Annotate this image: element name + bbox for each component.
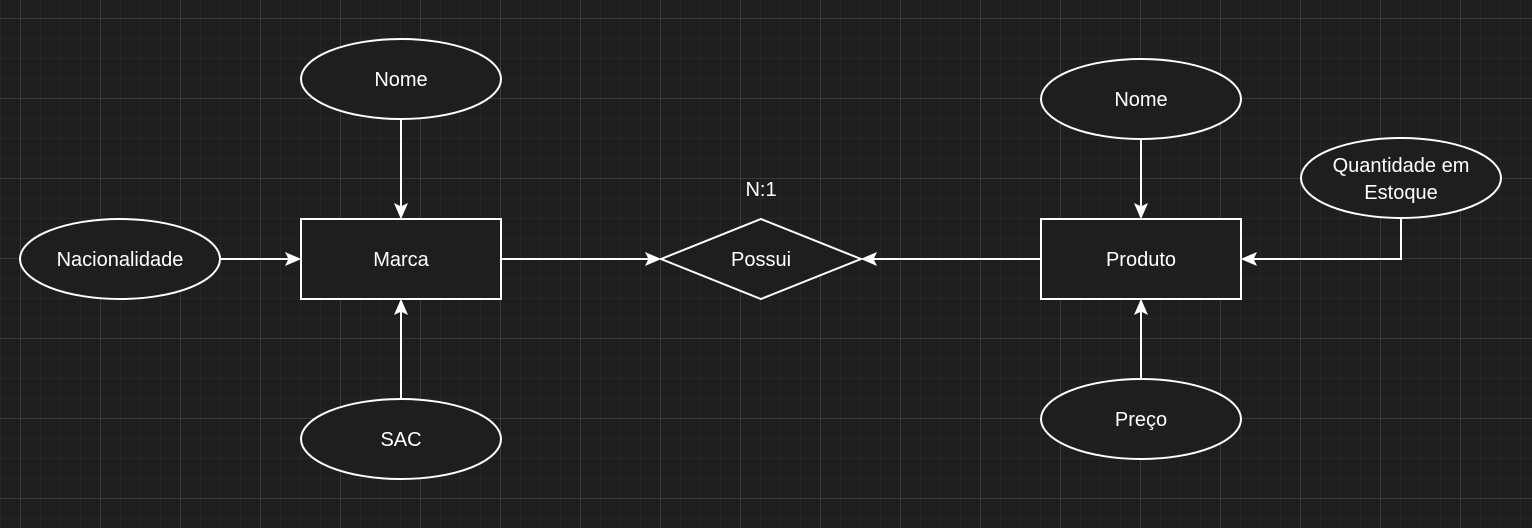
attribute-produto-preco-label: Preço (1115, 409, 1167, 431)
attribute-marca-nome[interactable]: Nome (300, 38, 502, 120)
attribute-produto-quantidade-label-line2: Estoque (1364, 182, 1437, 204)
edge-preco-to-produto[interactable] (1134, 298, 1148, 378)
edge-nome-to-produto[interactable] (1134, 139, 1148, 220)
edge-nacionalidade-to-marca[interactable] (221, 252, 302, 266)
attribute-marca-nacionalidade[interactable]: Nacionalidade (19, 218, 221, 300)
relationship-possui-label: Possui (731, 249, 791, 271)
entity-marca-label: Marca (373, 249, 429, 271)
edge-quantidade-to-produto[interactable] (1240, 219, 1402, 266)
attribute-produto-quantidade[interactable]: Quantidade em Estoque (1300, 137, 1502, 219)
edge-produto-to-possui[interactable] (860, 252, 1041, 266)
relationship-possui[interactable]: Possui (658, 217, 864, 301)
attribute-marca-nacionalidade-label: Nacionalidade (57, 249, 184, 271)
edge-marca-to-possui[interactable] (501, 252, 662, 266)
edge-nome-to-marca[interactable] (394, 119, 408, 220)
attribute-marca-sac-label: SAC (380, 429, 421, 451)
edge-sac-to-marca[interactable] (394, 298, 408, 398)
attribute-produto-nome[interactable]: Nome (1040, 58, 1242, 140)
relationship-cardinality: N:1 (745, 179, 776, 201)
attribute-marca-sac[interactable]: SAC (300, 398, 502, 480)
entity-produto[interactable]: Produto (1040, 218, 1242, 300)
entity-marca[interactable]: Marca (300, 218, 502, 300)
attribute-produto-preco[interactable]: Preço (1040, 378, 1242, 460)
attribute-marca-nome-label: Nome (374, 69, 427, 91)
attribute-produto-quantidade-label-line1: Quantidade em (1333, 155, 1470, 177)
entity-produto-label: Produto (1106, 249, 1176, 271)
attribute-produto-nome-label: Nome (1114, 89, 1167, 111)
